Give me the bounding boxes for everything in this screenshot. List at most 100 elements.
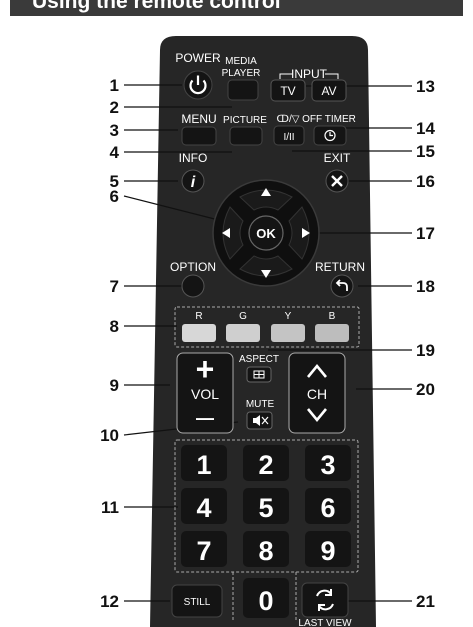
r-label: R <box>195 311 202 322</box>
ok-label: OK <box>256 226 276 241</box>
arrow-right-icon <box>302 228 310 238</box>
off-timer-label: OFF TIMER <box>302 114 356 125</box>
info-label: INFO <box>179 151 208 165</box>
return-button[interactable] <box>330 274 354 298</box>
digit-3-button[interactable] <box>305 445 351 481</box>
numeric-keypad-zero-outline <box>232 572 297 622</box>
clock-icon <box>324 129 336 142</box>
aspect-label: ASPECT <box>239 354 279 365</box>
y-label: Y <box>285 311 292 322</box>
digit-5-label: 5 <box>258 493 273 523</box>
g-label: G <box>239 311 247 322</box>
digit-1-label: 1 <box>196 450 211 480</box>
callout-17: 17 <box>416 224 435 243</box>
callout-1: 1 <box>110 76 119 95</box>
section-title: Using the remote control <box>32 0 281 13</box>
callout-8: 8 <box>110 317 119 336</box>
digit-9-button[interactable] <box>305 531 351 567</box>
last-view-label: LAST VIEW <box>298 618 352 627</box>
still-label: STILL <box>184 597 211 608</box>
yellow-button[interactable] <box>271 324 305 342</box>
chevron-up-icon <box>306 363 328 378</box>
vol-label: VOL <box>191 386 219 402</box>
color-keys-group <box>174 306 360 348</box>
callout-21: 21 <box>416 592 435 611</box>
callout-14: 14 <box>416 119 435 138</box>
power-button[interactable] <box>183 70 213 100</box>
arrow-up-icon <box>261 188 271 196</box>
digit-6-button[interactable] <box>305 488 351 524</box>
digit-5-button[interactable] <box>243 488 289 524</box>
ch-label: CH <box>307 386 327 402</box>
digit-7-button[interactable] <box>181 531 227 567</box>
power-icon <box>189 79 207 95</box>
digit-8-label: 8 <box>258 536 273 566</box>
digit-4-label: 4 <box>196 493 211 523</box>
red-button[interactable] <box>182 324 216 342</box>
numeric-keypad-group <box>174 439 359 573</box>
callout-20: 20 <box>416 380 435 399</box>
dpad-left-button[interactable] <box>222 206 244 260</box>
digit-0-label: 0 <box>258 586 273 616</box>
option-button[interactable] <box>181 274 205 298</box>
av-label: AV <box>321 84 336 98</box>
vol-minus-icon: — <box>196 408 214 428</box>
return-icon <box>335 279 348 291</box>
callout-6: 6 <box>110 187 119 206</box>
volume-rocker[interactable] <box>176 352 234 434</box>
menu-label: MENU <box>181 112 216 126</box>
digit-4-button[interactable] <box>181 488 227 524</box>
dpad-right-button[interactable] <box>288 206 310 260</box>
callout-15: 15 <box>416 142 435 161</box>
input-group: INPUT <box>279 67 339 81</box>
callout-numbers: 1 2 3 4 5 6 7 8 9 10 11 12 13 14 15 16 1… <box>100 76 435 611</box>
callout-5: 5 <box>110 172 119 191</box>
channel-rocker[interactable] <box>288 352 346 434</box>
return-label: RETURN <box>315 260 365 274</box>
digit-2-label: 2 <box>258 450 273 480</box>
b-label: B <box>329 311 336 322</box>
dpad-up-button[interactable] <box>239 189 293 211</box>
media-label-2: PLAYER <box>222 68 261 79</box>
callout-3: 3 <box>110 121 119 140</box>
picture-button[interactable] <box>229 126 263 146</box>
media-label-1: MEDIA <box>225 56 257 67</box>
mute-icon <box>253 415 269 426</box>
tv-button[interactable] <box>270 79 306 102</box>
digit-6-label: 6 <box>320 493 335 523</box>
sound-mode-button[interactable] <box>273 125 305 146</box>
refresh-icon <box>316 589 334 611</box>
callout-11: 11 <box>101 498 119 517</box>
input-label: INPUT <box>291 67 328 81</box>
menu-button[interactable] <box>181 126 217 146</box>
callout-lines <box>123 84 412 602</box>
callout-19: 19 <box>416 341 435 360</box>
last-view-button[interactable] <box>301 582 349 618</box>
digit-3-label: 3 <box>320 450 335 480</box>
standby-symbols-label: ↀ/▽ <box>277 114 300 125</box>
digit-1-button[interactable] <box>181 445 227 481</box>
tv-label: TV <box>280 84 295 98</box>
media-player-button[interactable] <box>227 79 259 101</box>
still-button[interactable] <box>171 584 223 618</box>
info-button[interactable] <box>181 169 205 193</box>
arrow-left-icon <box>222 228 230 238</box>
ok-button[interactable] <box>248 215 284 251</box>
option-label: OPTION <box>170 260 216 274</box>
dpad-down-button[interactable] <box>239 255 293 277</box>
mute-label: MUTE <box>246 399 275 410</box>
digit-0-button[interactable] <box>243 578 289 618</box>
power-label: POWER <box>175 51 221 65</box>
blue-button[interactable] <box>315 324 349 342</box>
standby-key-label: I/II <box>283 132 294 143</box>
digit-2-button[interactable] <box>243 445 289 481</box>
vol-plus-icon: + <box>196 351 215 387</box>
close-icon <box>331 175 343 187</box>
av-button[interactable] <box>311 79 347 102</box>
callout-9: 9 <box>110 376 119 395</box>
digit-8-button[interactable] <box>243 531 289 567</box>
callout-2: 2 <box>110 98 119 117</box>
callout-12: 12 <box>100 592 119 611</box>
green-button[interactable] <box>226 324 260 342</box>
